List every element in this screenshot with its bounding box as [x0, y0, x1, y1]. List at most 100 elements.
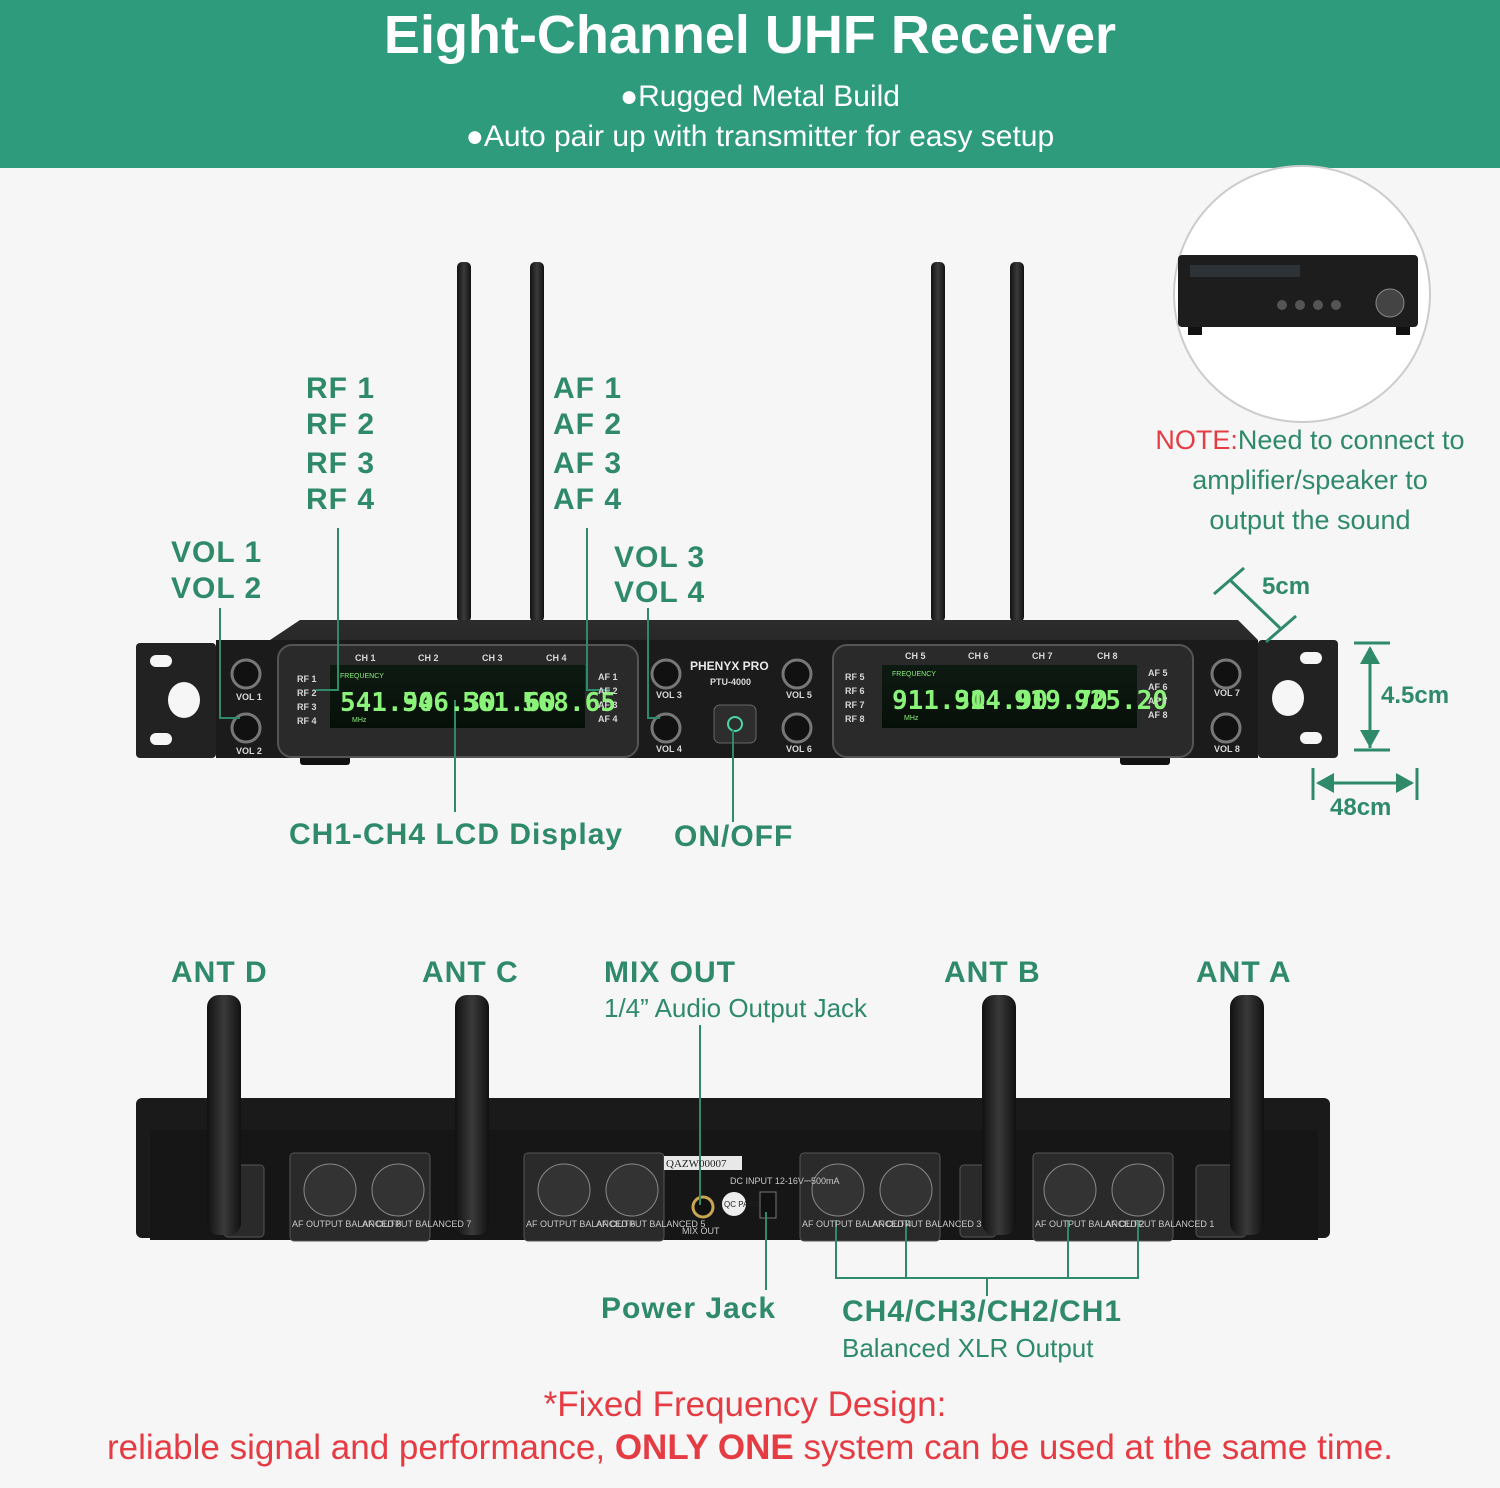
height-dimension: 4.5cm [1381, 682, 1450, 709]
rf-label-3: RF 3 [306, 447, 376, 480]
note-line-2: amplifier/speaker to [1192, 465, 1428, 495]
knob-label: VOL 5 [786, 690, 812, 700]
on-off-label: ON/OFF [674, 820, 794, 853]
frequency-readout: 568.65 [522, 688, 616, 718]
rf-led-label: RF 4 [297, 716, 317, 726]
ch-label: CH 2 [418, 653, 439, 663]
af-label-2: AF 2 [553, 408, 623, 441]
feature-bullet-2: ●Auto pair up with transmitter for easy … [465, 120, 1055, 153]
device-text-layer: CH 1 CH 2 CH 3 CH 4 CH 5 CH 6 CH 7 CH 8 … [236, 651, 1240, 1236]
af-led-label: AF 3 [598, 700, 618, 710]
mhz-tag: MHz [352, 717, 367, 724]
lcd-display-5-8 [882, 665, 1137, 728]
frequency-readout: 561.60 [462, 688, 556, 718]
xlr-output-sub-label: Balanced XLR Output [842, 1333, 1094, 1363]
ant-d-label: ANT D [171, 956, 268, 989]
af-led-label: AF 7 [1148, 696, 1168, 706]
frequency-readout: 914.90 [954, 686, 1048, 716]
ant-b-label: ANT B [944, 956, 1041, 989]
knob-label: VOL 1 [236, 692, 262, 702]
front-antennas [457, 262, 1024, 622]
af-label-4: AF 4 [553, 483, 623, 516]
xlr-output-label: AF OUTPUT BALANCED 2 [1035, 1219, 1144, 1229]
power-jack-label: Power Jack [601, 1292, 777, 1325]
xlr-output-label: AF OUTPUT BALANCED 1 [1105, 1219, 1214, 1229]
xlr-output-label: AF OUTPUT BALANCED 7 [362, 1219, 471, 1229]
ch-label: CH 4 [546, 653, 567, 663]
rf-label-4: RF 4 [306, 483, 376, 516]
af-led-label: AF 6 [1148, 682, 1168, 692]
footer-text: reliable signal and performance, ONLY ON… [0, 1428, 1500, 1468]
mix-out-sub-label: 1/4” Audio Output Jack [604, 993, 868, 1023]
freq-tag: FREQUENCY [892, 671, 936, 678]
xlr-output-label: AF OUTPUT BALANCED 6 [526, 1219, 635, 1229]
footer-emphasis: ONLY ONE [614, 1428, 794, 1467]
frequency-readout: 911.30 [892, 686, 986, 716]
frequency-readout: 546.30 [402, 688, 496, 718]
ch-label: CH 7 [1032, 651, 1053, 661]
rf-label-2: RF 2 [306, 408, 376, 441]
model-name: PTU-4000 [710, 677, 751, 687]
rf-led-label: RF 7 [845, 700, 865, 710]
serial-sticker: QAZW00007 [666, 1158, 727, 1170]
xlr-output-title: CH4/CH3/CH2/CH1 [842, 1295, 1123, 1328]
note-line-1: Need to connect to [1237, 425, 1465, 455]
ant-c-label: ANT C [422, 956, 519, 989]
rf-led-label: RF 2 [297, 688, 317, 698]
note-prefix: NOTE: [1155, 425, 1238, 455]
dc-input-label: DC INPUT 12-16V⎓500mA [730, 1176, 840, 1186]
feature-bullet-1: ●Rugged Metal Build [620, 80, 900, 113]
footer-text-c: system can be used at the same time. [793, 1428, 1393, 1467]
knob-label: VOL 6 [786, 744, 812, 754]
mix-out-jack-label: MIX OUT [682, 1226, 720, 1236]
xlr-output-label: AF OUTPUT BALANCED 8 [292, 1219, 401, 1229]
ch-label: CH 5 [905, 651, 926, 661]
ch-label: CH 6 [968, 651, 989, 661]
knob-label: VOL 2 [236, 746, 262, 756]
mhz-tag: MHz [904, 715, 919, 722]
rf-label-1: RF 1 [306, 372, 376, 405]
ant-a-label: ANT A [1196, 956, 1292, 989]
ch-label: CH 1 [355, 653, 376, 663]
lcd-display-label: CH1-CH4 LCD Display [289, 818, 624, 851]
qc-sticker: QC PASS [724, 1200, 759, 1209]
ch-label: CH 3 [482, 653, 503, 663]
af-led-label: AF 2 [598, 686, 618, 696]
vol-label-3: VOL 3 [614, 541, 706, 574]
knob-label: VOL 4 [656, 744, 682, 754]
rf-led-label: RF 5 [845, 672, 865, 682]
knob-label: VOL 8 [1214, 744, 1240, 754]
ch-label: CH 8 [1097, 651, 1118, 661]
af-led-label: AF 4 [598, 714, 618, 724]
footer-heading: *Fixed Frequency Design: [543, 1385, 947, 1424]
note-line-3: output the sound [1209, 505, 1411, 535]
mix-out-label: MIX OUT [604, 956, 736, 989]
xlr-output-label: AF OUTPUT BALANCED 4 [802, 1219, 911, 1229]
xlr-output-label: AF OUTPUT BALANCED 3 [872, 1219, 981, 1229]
brand-logo: PHENYX PRO [690, 659, 769, 673]
af-led-label: AF 5 [1148, 668, 1168, 678]
footer-text-a: reliable signal and performance, [107, 1428, 615, 1467]
rf-led-label: RF 6 [845, 686, 865, 696]
width-dimension: 48cm [1330, 794, 1392, 821]
af-led-label: AF 1 [598, 672, 618, 682]
frequency-readout: 919.70 [1014, 686, 1108, 716]
xlr-output-label: AF OUTPUT BALANCED 5 [596, 1219, 705, 1229]
note-box: NOTE:Need to connect to amplifier/speake… [1120, 420, 1500, 540]
af-label-1: AF 1 [553, 372, 623, 405]
page-title: Eight-Channel UHF Receiver [383, 5, 1117, 65]
knob-label: VOL 3 [656, 690, 682, 700]
knob-label: VOL 7 [1214, 688, 1240, 698]
vol-label-2: VOL 2 [171, 572, 263, 605]
frequency-readout: 541.90 [340, 688, 434, 718]
depth-dimension: 5cm [1262, 573, 1311, 600]
freq-tag: FREQUENCY [340, 673, 384, 680]
device-illustration [136, 165, 1431, 1296]
header-banner [0, 0, 1500, 168]
rf-led-label: RF 8 [845, 714, 865, 724]
frequency-readout: 925.20 [1074, 686, 1168, 716]
vol-label-1: VOL 1 [171, 536, 263, 569]
vol-label-4: VOL 4 [614, 576, 706, 609]
rf-led-label: RF 3 [297, 702, 317, 712]
rf-led-label: RF 1 [297, 674, 317, 684]
